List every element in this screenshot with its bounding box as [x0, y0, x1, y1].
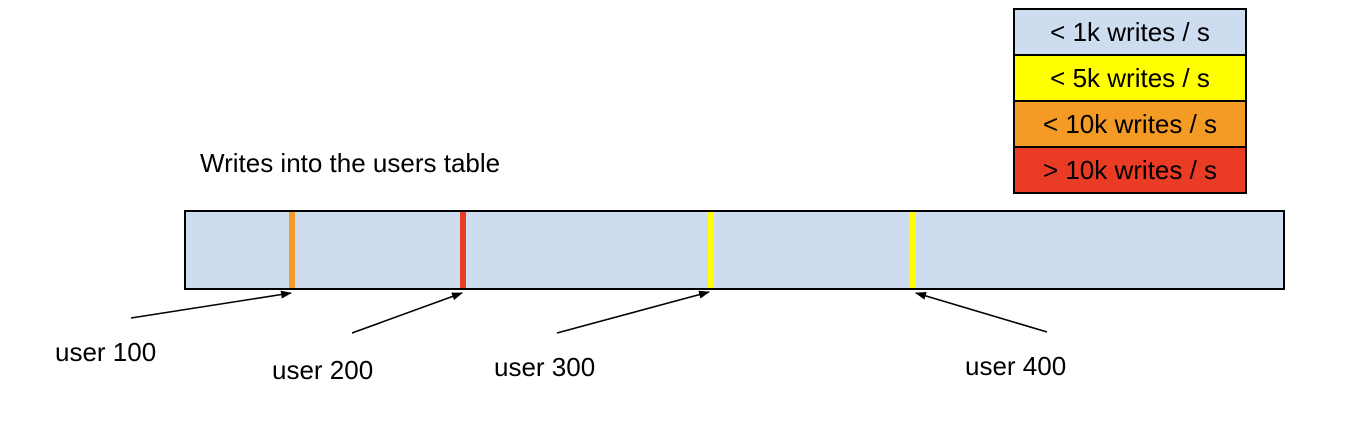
users-table-bar: [184, 210, 1285, 290]
legend-item-over-10k: > 10k writes / s: [1013, 146, 1247, 194]
legend-item-under-5k: < 5k writes / s: [1013, 54, 1247, 102]
legend-item-label: < 5k writes / s: [1050, 62, 1210, 93]
label-user-200: user 200: [272, 355, 374, 385]
arrow-user-400: [915, 292, 1048, 333]
legend-item-label: < 1k writes / s: [1050, 16, 1210, 47]
marker-stripe-user-100: [289, 212, 295, 288]
legend-item-under-10k: < 10k writes / s: [1013, 100, 1247, 148]
legend-item-label: < 10k writes / s: [1042, 108, 1218, 139]
diagram-title: Writes into the users table: [200, 148, 501, 178]
label-user-300: user 300: [494, 352, 596, 382]
arrow-user-200: [351, 292, 463, 334]
legend-item-under-1k: < 1k writes / s: [1013, 8, 1247, 56]
legend-item-label: > 10k writes / s: [1042, 154, 1218, 185]
marker-stripe-user-300: [708, 212, 714, 288]
label-user-100: user 100: [55, 337, 157, 367]
label-user-400: user 400: [965, 351, 1067, 381]
marker-stripe-user-200: [460, 212, 466, 288]
marker-stripe-user-400: [910, 212, 916, 288]
arrow-user-100: [130, 290, 292, 319]
arrow-user-300: [556, 290, 710, 334]
legend: < 1k writes / s < 5k writes / s < 10k wr…: [1013, 8, 1247, 194]
